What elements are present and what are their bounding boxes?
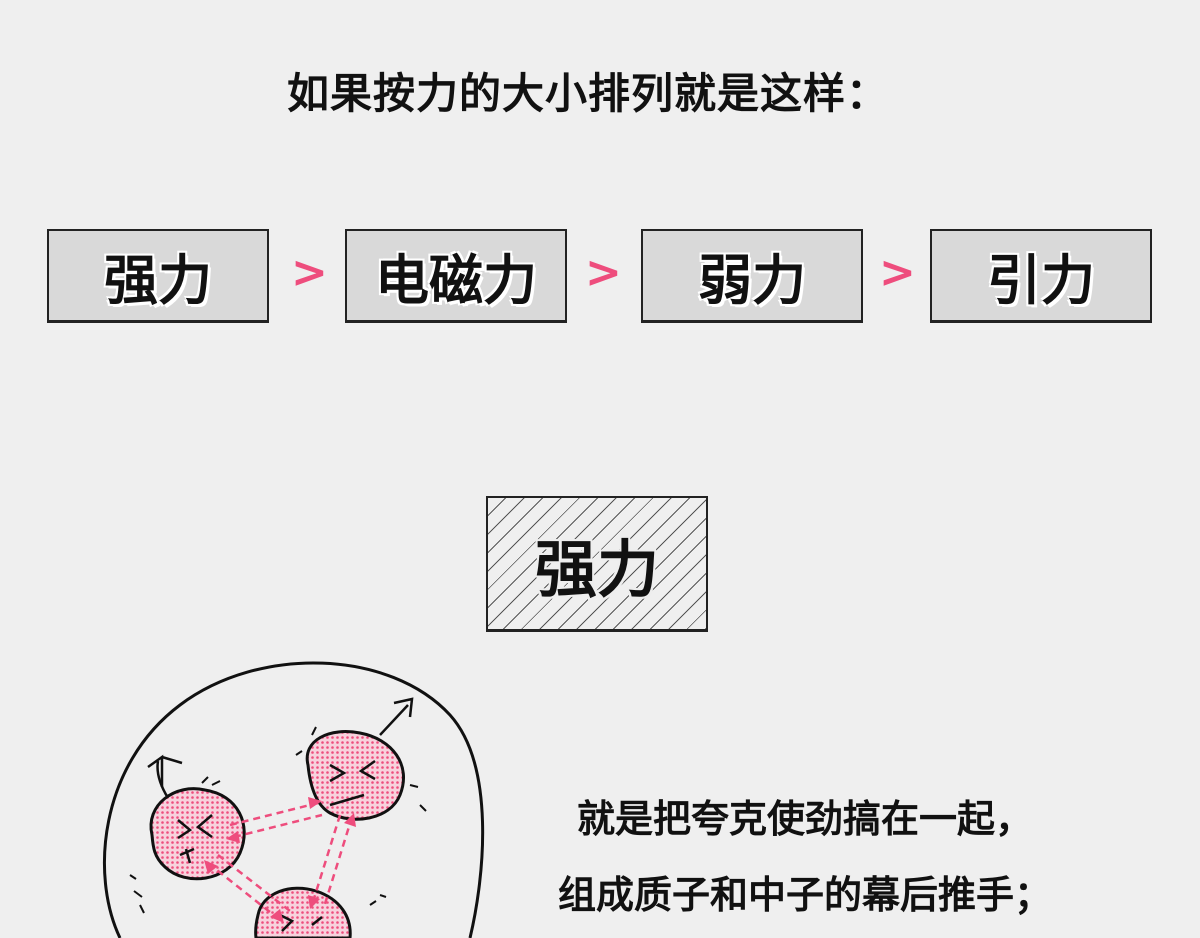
caption-line-1: 就是把夸克使劲搞在一起，	[576, 797, 1033, 841]
force-arrows	[207, 801, 354, 921]
greater-than-sign: >	[879, 247, 916, 298]
nucleon-outline	[103, 661, 485, 938]
page-heading: 如果按力的大小排列就是这样：	[286, 69, 889, 118]
quark-illustration	[103, 661, 485, 938]
force-box-electromagnetic: 电磁力	[345, 229, 567, 323]
section-title-box: 强力	[486, 496, 708, 632]
section-title: 强力	[534, 532, 659, 606]
force-box-weak: 弱力	[641, 229, 863, 323]
caption-line-2: 组成质子和中子的幕后推手；	[557, 873, 1052, 917]
greater-than-sign: >	[585, 247, 622, 298]
quark-right	[295, 697, 427, 821]
quark-left	[147, 754, 246, 881]
greater-than-sign: >	[291, 247, 328, 298]
force-box-gravity: 引力	[930, 229, 1152, 323]
arrow-heads	[204, 797, 356, 923]
force-box-strong: 强力	[47, 229, 269, 323]
